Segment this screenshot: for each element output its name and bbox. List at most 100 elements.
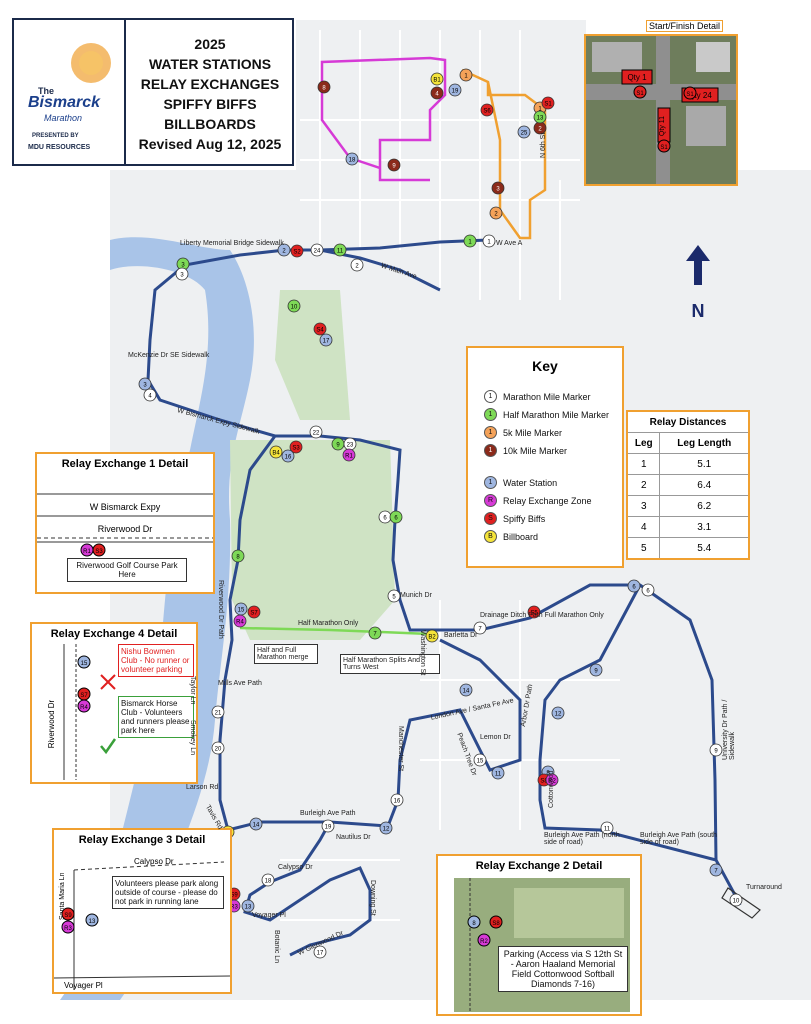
start-finish-title: Start/Finish Detail	[646, 20, 724, 32]
logo-burst-icon	[71, 43, 111, 83]
half-marathon-only-label: Half Marathon Only	[298, 620, 359, 627]
half-splits-label: Half Marathon Splits And Turns West	[340, 654, 440, 674]
marker-label: S9	[64, 913, 72, 919]
turnaround-label: Turnaround	[746, 884, 782, 891]
turnaround-shape	[721, 887, 761, 919]
relay-table-title: Relay Distances	[626, 410, 750, 433]
marathon-route	[218, 435, 522, 832]
start-finish-inset: Qty 1 Qty 24 Qty 11 S1 S1 S1	[584, 34, 738, 186]
marker-label: S7	[80, 693, 88, 699]
key-item-label: 10k Mile Marker	[503, 445, 568, 456]
street-label: Washington St	[419, 630, 426, 676]
relay-exchange-marker	[77, 699, 91, 713]
street-label: W Ave A	[496, 240, 523, 247]
route-marker-label: 24	[314, 249, 321, 255]
route-marker-label: S5	[530, 611, 538, 617]
route-marker-label: 8	[546, 771, 550, 777]
route-marker-label: 22	[313, 431, 320, 437]
route-marker-label: S6	[483, 109, 491, 115]
detail-title: Relay Exchange 4 Detail	[50, 628, 178, 640]
length-cell: 6.4	[659, 474, 750, 496]
street-label: W Bismarck Expy	[90, 502, 161, 512]
route-marker-label: 13	[537, 116, 544, 122]
sf-qty-24: Qty 24	[688, 91, 712, 100]
route-marker-label: 20	[215, 747, 222, 753]
detail-title: Relay Exchange 2 Detail	[475, 860, 603, 872]
leg-cell: 1	[626, 453, 661, 475]
route-marker-label: 19	[452, 89, 459, 95]
relay-exchange-4-detail: Relay Exchange 4 Detail Riverwood Dr 15 …	[30, 622, 198, 784]
relay-4-diagram: Riverwood Dr 15 S7 R4	[47, 644, 91, 780]
street-label: Riverwood Dr	[47, 699, 56, 748]
park-area	[230, 440, 395, 640]
route-marker	[463, 234, 477, 248]
route-marker	[249, 817, 263, 831]
5k-route	[461, 68, 547, 240]
route-marker-label: 8	[322, 86, 326, 92]
route-marker-label: 21	[215, 711, 222, 717]
north-arrow-icon: N	[686, 245, 710, 321]
route-marker-label: S9	[230, 893, 238, 899]
route-marker-label: 9	[714, 749, 718, 755]
marker-label: 8	[472, 921, 476, 927]
route-marker-label: 9	[594, 669, 598, 675]
route-marker-label: R2	[548, 779, 556, 785]
relay-exchange-3-detail: Relay Exchange 3 Detail Calypso Dr Santa…	[52, 828, 232, 994]
route-marker-label: 11	[604, 827, 611, 833]
route-marker-label: 3	[143, 383, 147, 389]
missouri-river	[60, 237, 254, 1000]
route-marker-label: 7	[478, 627, 482, 633]
route-marker-label: 16	[285, 455, 292, 461]
checkmark-icon	[100, 738, 117, 755]
route-marker	[233, 614, 247, 628]
route-marker	[368, 626, 382, 640]
map-title: 2025 WATER STATIONS RELAY EXCHANGES SPIF…	[128, 34, 292, 154]
relay-1-diagram: W Bismarck Expy Riverwood Dr R1 S3	[37, 493, 213, 557]
route-marker	[342, 448, 356, 462]
half-marker-icon: 1	[484, 408, 497, 421]
route-marker-label: 2	[494, 212, 498, 218]
route-marker	[641, 583, 655, 597]
route-marker	[480, 103, 494, 117]
parking-note: Parking (Access via S 12th St - Aaron Ha…	[498, 946, 628, 992]
route-marker	[533, 110, 547, 124]
route-marker	[333, 243, 347, 257]
route-marker-label: 1	[464, 74, 468, 80]
route-marker-label: R1	[345, 454, 353, 460]
route-marker	[241, 899, 255, 913]
leg-cell: 4	[626, 516, 661, 538]
sf-qty-11: Qty 11	[659, 116, 666, 136]
street-label: McKenzie Dr SE Sidewalk	[128, 352, 210, 359]
logo-sponsor: MDU RESOURCES	[28, 144, 91, 151]
street-label: Riverwood Dr	[98, 524, 153, 534]
street-label: Santa Maria Ln	[59, 872, 66, 920]
relay-3-diagram: Calypso Dr Santa Maria Ln Voyager Pl S9 …	[54, 857, 230, 990]
key-item-label: Water Station	[503, 477, 558, 488]
route-marker	[379, 821, 393, 835]
water-station-marker	[467, 915, 481, 929]
route-marker-label: 10	[291, 305, 298, 311]
route-marker-label: 8	[236, 555, 240, 561]
route-marker-label: S4	[316, 328, 324, 334]
marker-label: S3	[95, 549, 103, 555]
route-marker-label: 13	[245, 905, 252, 911]
route-marker	[627, 579, 641, 593]
route-marker-label: S3	[292, 446, 300, 452]
key-item-label: Spiffy Biffs	[503, 513, 546, 524]
route-marker-label: 14	[463, 689, 470, 695]
route-marker-label: 14	[253, 823, 260, 829]
relay-exchange-2-detail: Relay Exchange 2 Detail 8 S8 R2 Parking …	[436, 854, 642, 1016]
route-marker	[489, 206, 503, 220]
route-marker-label: 3	[180, 273, 184, 279]
route-marker	[387, 158, 401, 172]
route-marker-label: 1	[487, 240, 491, 246]
